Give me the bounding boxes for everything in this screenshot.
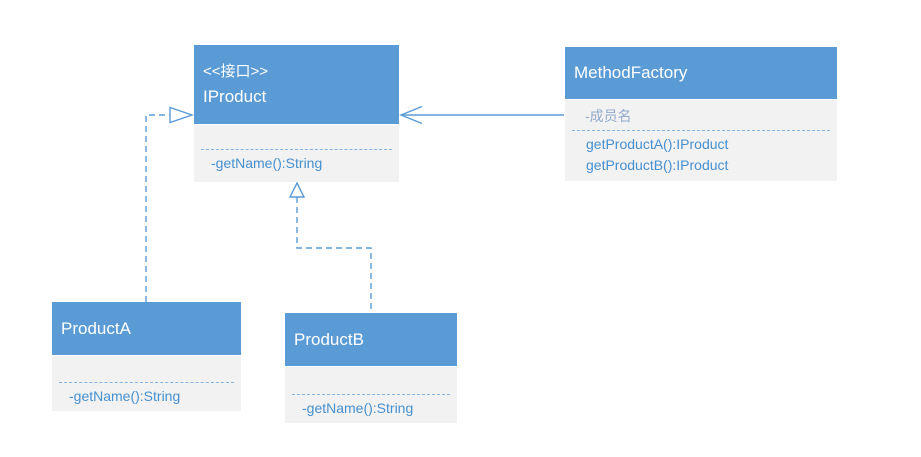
connector-methodfactory-to-iproduct[interactable] xyxy=(399,105,564,125)
method-row: getProductA():IProduct xyxy=(586,136,729,152)
hollow-triangle-arrowhead xyxy=(288,181,306,198)
class-header: ProductB xyxy=(285,313,457,367)
member-separator xyxy=(572,130,830,131)
class-name: ProductA xyxy=(61,318,131,338)
class-body: -getName():String xyxy=(52,356,241,411)
class-body: -成员名 getProductA():IProduct getProductB(… xyxy=(565,100,837,181)
methods-area: -getName():String xyxy=(285,395,457,419)
class-header: ProductA xyxy=(52,302,241,356)
connector-producta-realizes-iproduct[interactable] xyxy=(145,106,195,303)
methods-area: getProductA():IProduct getProductB():IPr… xyxy=(565,131,837,176)
fields-area xyxy=(52,356,241,382)
method-row: -getName():String xyxy=(302,400,414,416)
methods-area: -getName():String xyxy=(52,383,241,407)
method-row: -getName():String xyxy=(211,155,323,171)
member-separator xyxy=(201,149,392,150)
method-row: -getName():String xyxy=(69,388,181,404)
class-body: -getName():String xyxy=(194,125,399,182)
hollow-triangle-arrowhead xyxy=(169,106,195,124)
fields-area xyxy=(194,125,399,149)
class-name: ProductB xyxy=(294,329,364,349)
class-name: IProduct xyxy=(203,86,267,106)
class-stereotype: <<接口>> xyxy=(203,62,269,80)
open-arrowhead xyxy=(399,105,423,125)
fields-area: -成员名 xyxy=(565,100,837,130)
method-row: getProductB():IProduct xyxy=(586,157,729,173)
class-methodfactory[interactable]: MethodFactory -成员名 getProductA():IProduc… xyxy=(565,47,837,181)
member-separator xyxy=(292,394,450,395)
member-separator xyxy=(59,382,234,383)
class-productb[interactable]: ProductB -getName():String xyxy=(285,313,457,423)
class-body: -getName():String xyxy=(285,367,457,423)
methods-area: -getName():String xyxy=(194,150,399,174)
class-producta[interactable]: ProductA -getName():String xyxy=(52,302,241,411)
class-header: MethodFactory xyxy=(565,47,837,100)
fields-area xyxy=(285,367,457,394)
connector-productb-realizes-iproduct[interactable] xyxy=(288,181,372,313)
class-name: MethodFactory xyxy=(574,63,688,82)
class-header: <<接口>> IProduct xyxy=(194,45,399,125)
field-row: -成员名 xyxy=(585,108,632,124)
class-iproduct[interactable]: <<接口>> IProduct -getName():String xyxy=(194,45,399,182)
